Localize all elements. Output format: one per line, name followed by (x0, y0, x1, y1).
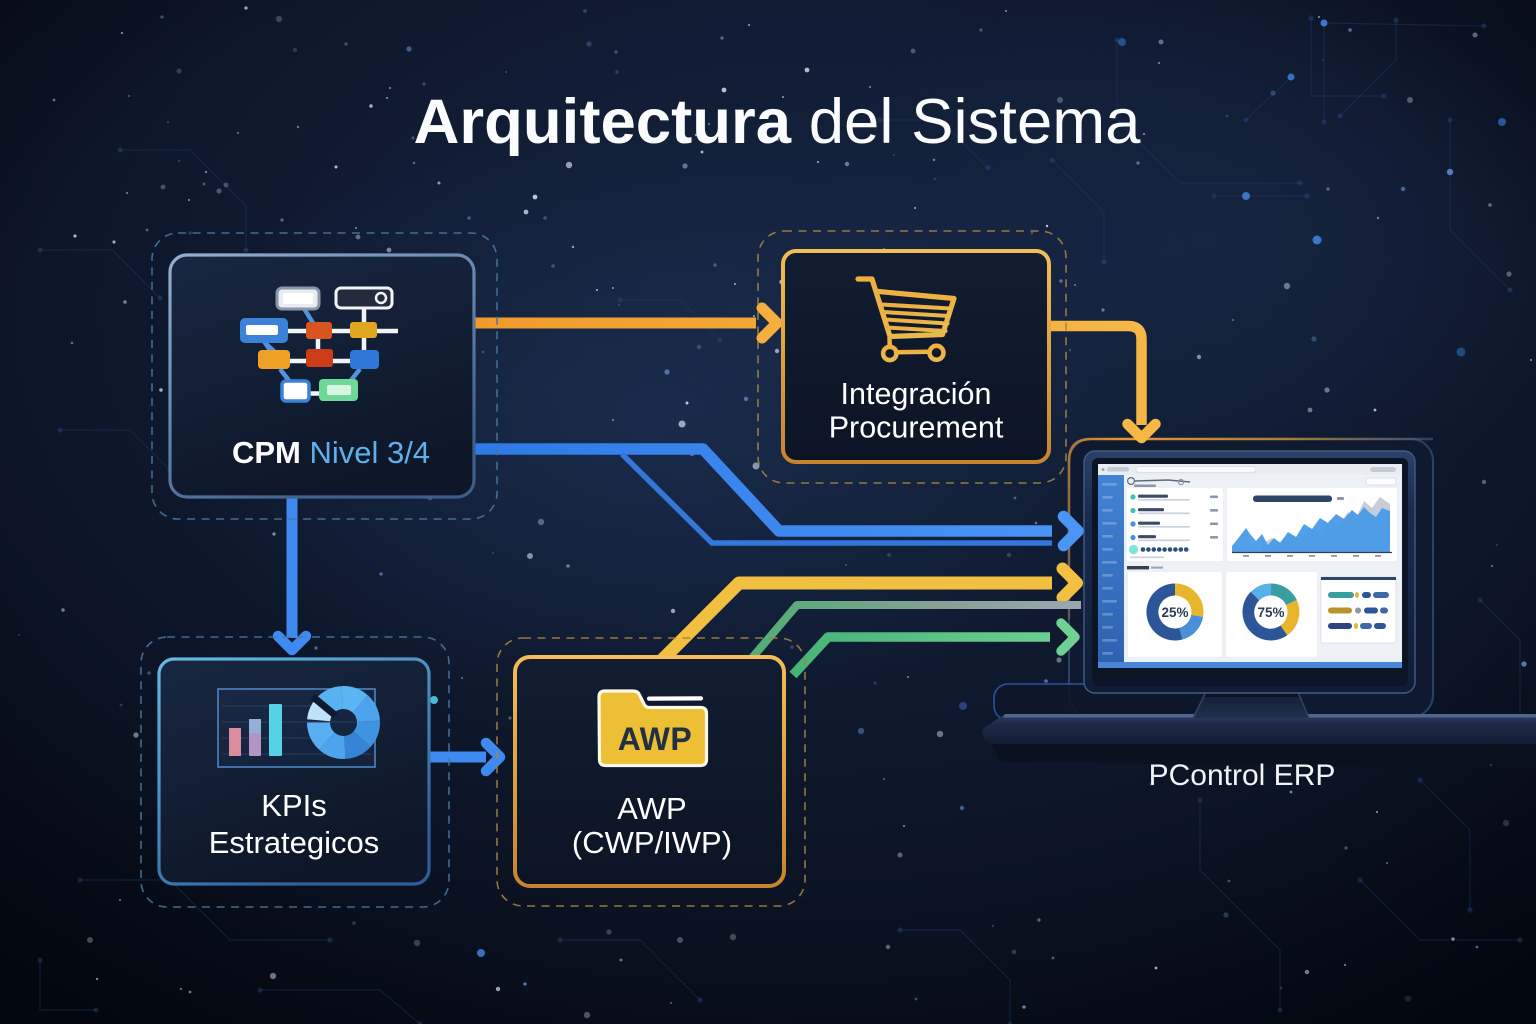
svg-text:KPIs: KPIs (261, 788, 326, 823)
svg-text:PControl ERP: PControl ERP (1149, 759, 1336, 792)
svg-text:Arquitectura del Sistema: Arquitectura del Sistema (414, 87, 1142, 157)
svg-text:Integración: Integración (841, 377, 992, 411)
svg-text:AWP: AWP (617, 791, 686, 826)
svg-text:Procurement: Procurement (829, 411, 1004, 445)
svg-text:CPM Nivel 3/4: CPM Nivel 3/4 (232, 435, 430, 470)
svg-text:25%: 25% (1161, 605, 1188, 620)
svg-text:(CWP/IWP): (CWP/IWP) (572, 825, 732, 860)
svg-text:Estrategicos: Estrategicos (209, 825, 380, 860)
svg-text:75%: 75% (1257, 605, 1284, 620)
svg-text:AWP: AWP (618, 721, 692, 757)
